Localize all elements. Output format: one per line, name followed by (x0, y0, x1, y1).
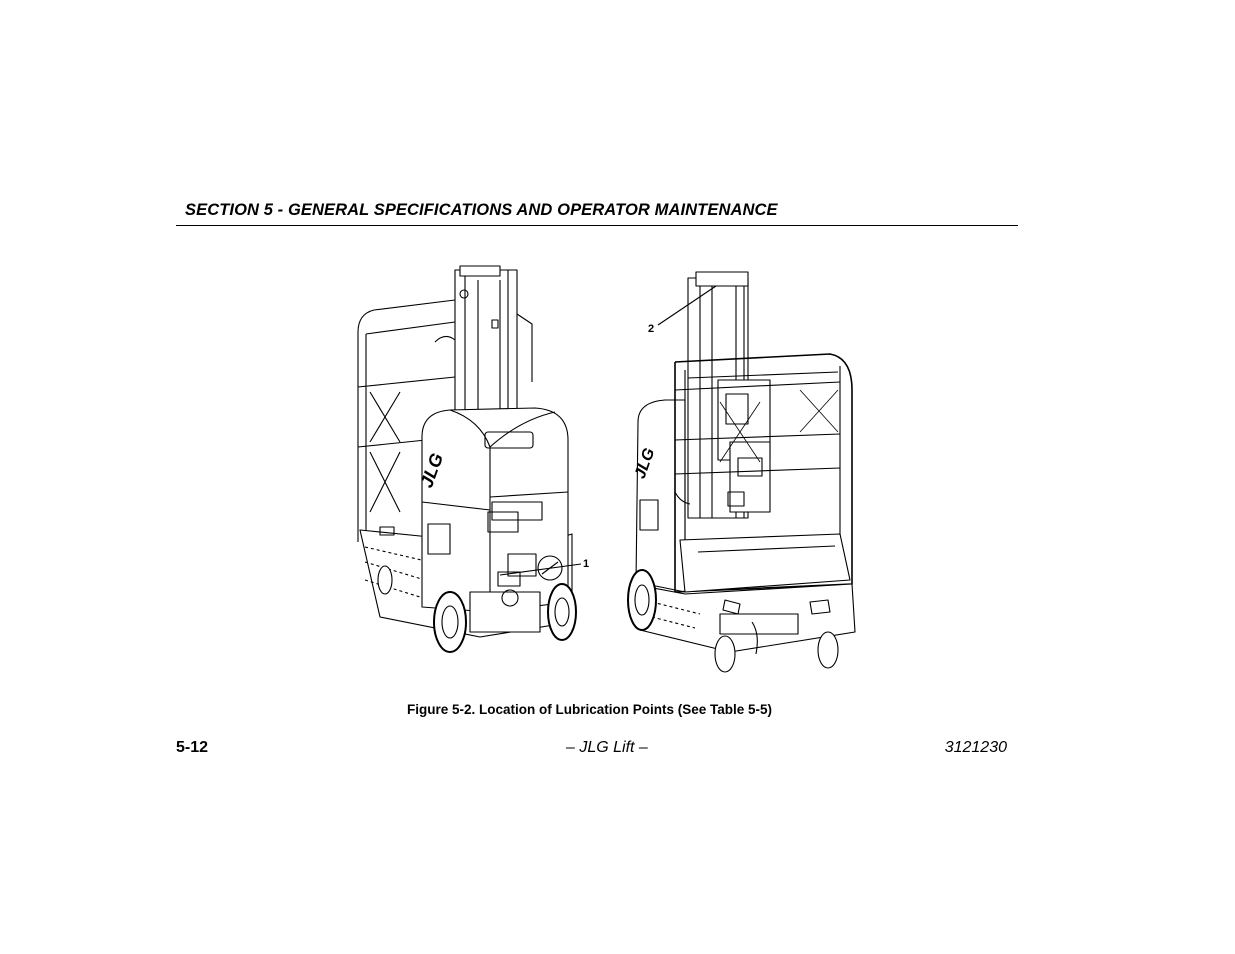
callout-1: 1 (583, 558, 589, 570)
header-rule (176, 225, 1018, 226)
page-number: 5-12 (176, 739, 209, 756)
figure-caption: Figure 5-2. Location of Lubrication Poin… (407, 702, 773, 717)
callout-2: 2 (648, 323, 654, 335)
footer-title: – JLG Lift – (566, 739, 648, 756)
left-lift-illustration: JLG 1 (357, 265, 589, 653)
document-number: 3121230 (944, 739, 1007, 756)
right-lift-illustration: JLG (627, 271, 856, 673)
section-title: SECTION 5 - GENERAL SPECIFICATIONS AND O… (185, 201, 778, 219)
lubrication-points-figure: JLG 1 (340, 262, 880, 687)
